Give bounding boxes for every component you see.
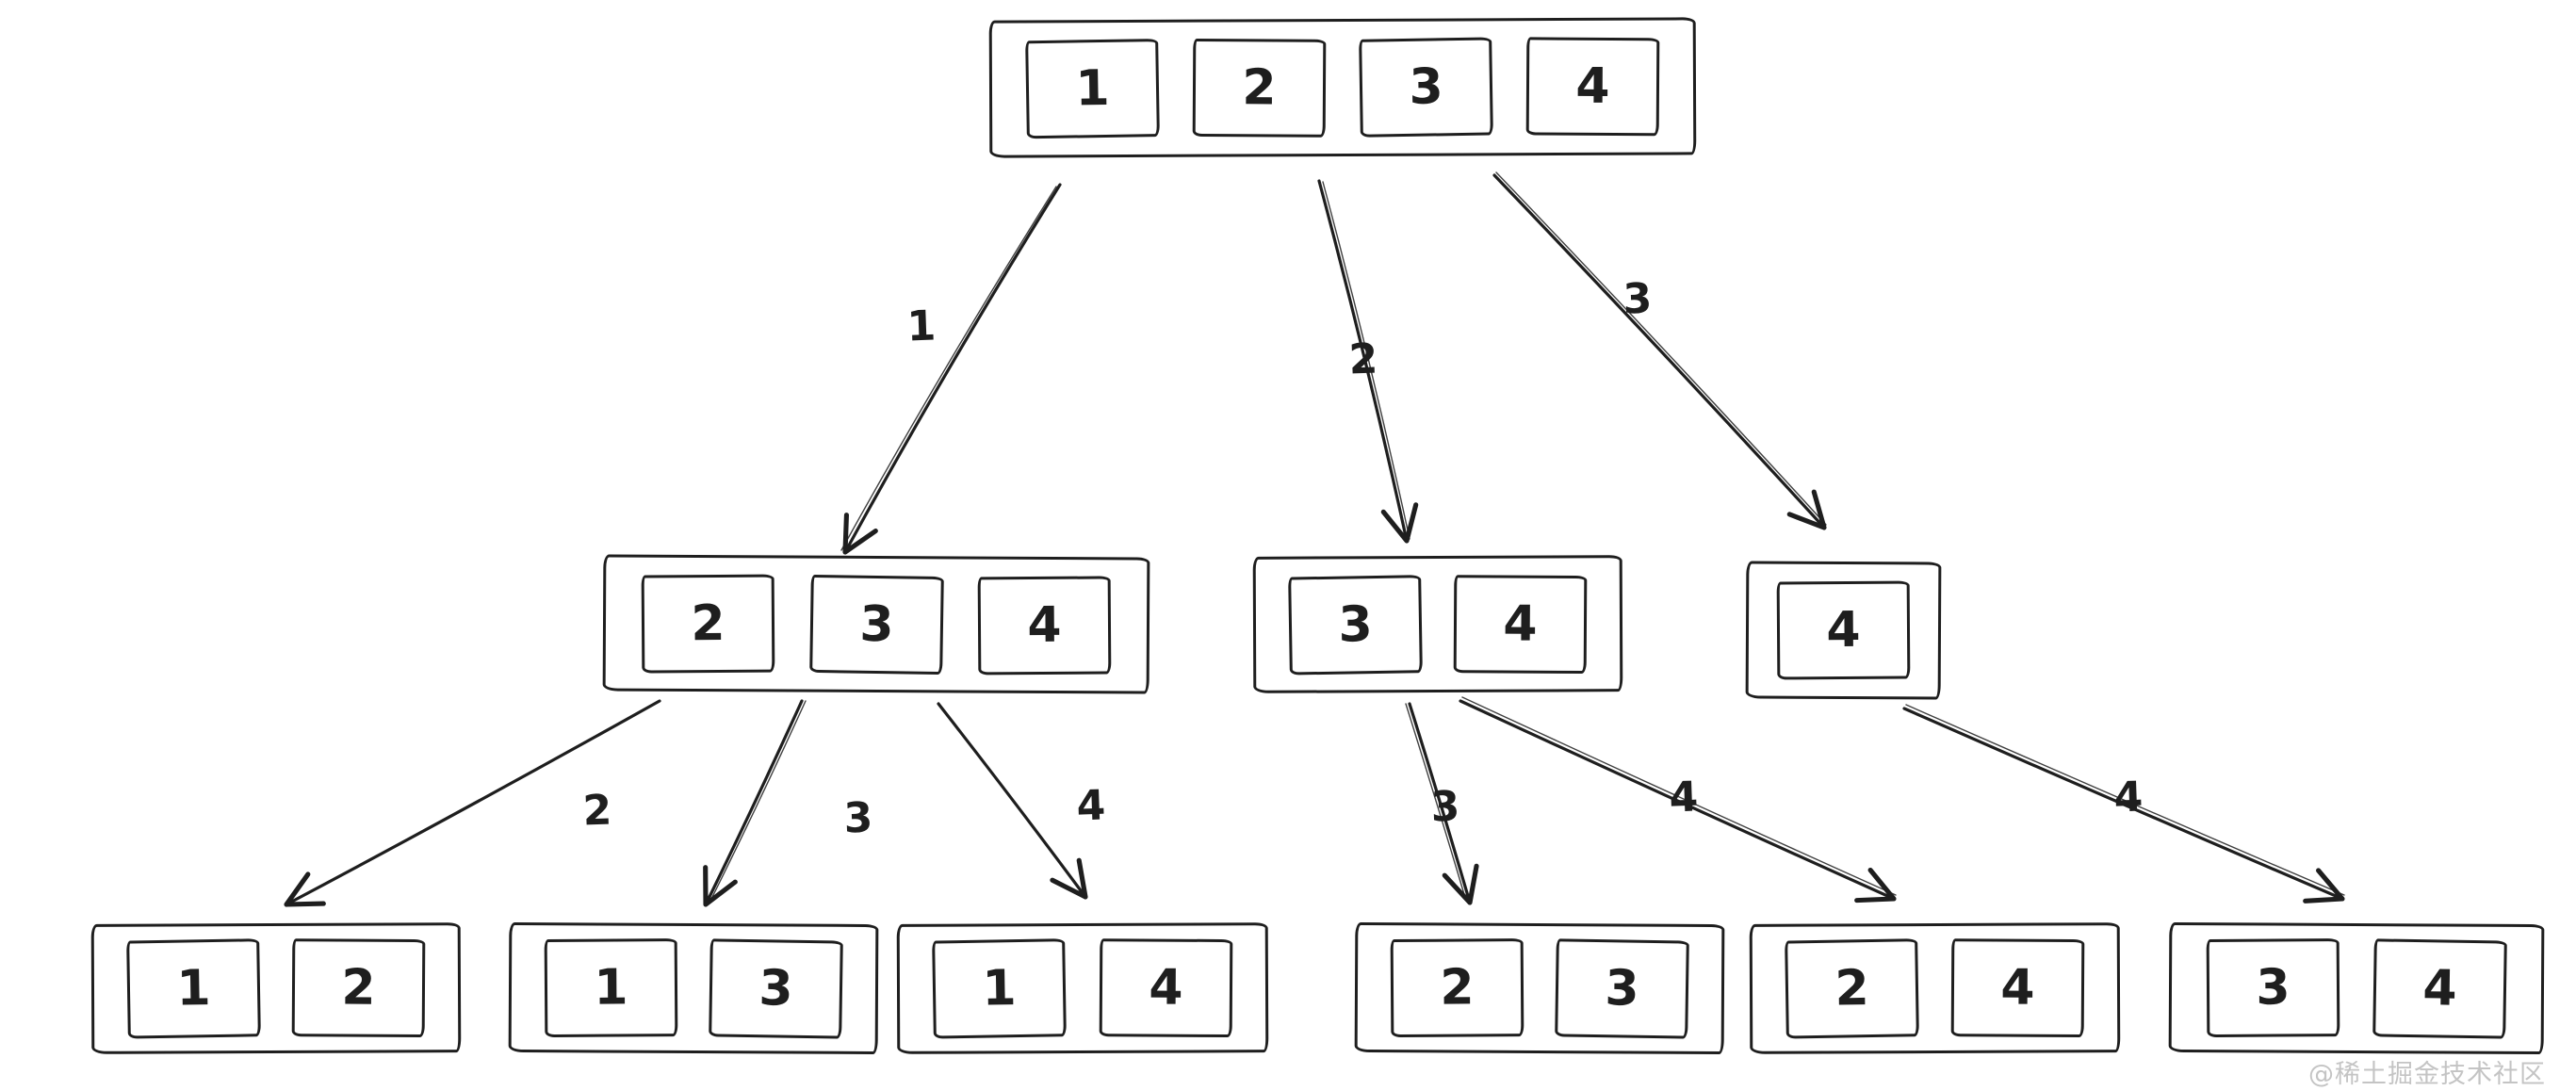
edge-n4-to-n34b [1902, 707, 2345, 904]
node-23-cell-2: 3 [1555, 938, 1690, 1039]
node-14: 1 4 [896, 922, 1269, 1054]
node-34-cell-2: 4 [1453, 574, 1588, 674]
edge-label: 4 [1668, 773, 1700, 822]
edge-n34-to-n24-sketch [1461, 696, 1897, 896]
cell-value: 2 [1242, 59, 1277, 117]
cell-value: 3 [1337, 595, 1373, 654]
node-34-cell-1: 3 [1287, 574, 1423, 676]
watermark: @稀土掘金技术社区 [2308, 1060, 2546, 1089]
edge-root-to-n4 [1492, 173, 1827, 530]
node-4-cell-1: 4 [1776, 580, 1911, 680]
node-root-cell-4: 4 [1525, 37, 1660, 137]
node-12: 1 2 [90, 922, 462, 1054]
cell-value: 4 [2000, 959, 2035, 1017]
cell-value: 1 [175, 960, 211, 1018]
cell-value: 3 [1408, 58, 1444, 116]
node-234-cell-1: 2 [641, 574, 775, 674]
node-root: 1 2 3 4 [988, 17, 1697, 158]
node-34b: 3 4 [2168, 921, 2545, 1055]
cell-value: 2 [341, 959, 377, 1017]
edge-label: 4 [2112, 773, 2144, 822]
edge-label: 2 [581, 786, 613, 836]
edge-label: 4 [1075, 781, 1107, 831]
edge-label: 3 [1429, 782, 1461, 832]
cell-value: 3 [2255, 959, 2291, 1017]
node-12-cell-1: 1 [125, 938, 261, 1039]
cell-value: 2 [690, 594, 726, 652]
cell-value: 2 [1834, 960, 1870, 1018]
edge-root-to-n4-sketch [1495, 171, 1827, 526]
node-234: 2 3 4 [602, 554, 1150, 694]
node-234-cell-2: 3 [808, 574, 944, 675]
edge-n234-to-n14 [937, 702, 1088, 900]
node-13-cell-1: 1 [544, 938, 678, 1038]
cell-value: 3 [1605, 960, 1640, 1018]
edge-root-to-n34-sketch [1322, 181, 1410, 540]
edge-n34-to-n23-sketch [1405, 703, 1467, 902]
cell-value: 1 [982, 960, 1018, 1018]
edge-root-to-n234-sketch [840, 186, 1057, 551]
node-24: 2 4 [1749, 922, 2121, 1054]
edge-n234-to-n13-sketch [709, 700, 807, 904]
node-14-cell-1: 1 [932, 938, 1068, 1039]
node-14-cell-2: 4 [1099, 938, 1232, 1038]
edge-n234-to-n12 [284, 699, 661, 907]
edge-root-to-n234 [842, 183, 1062, 555]
node-234-cell-3: 4 [977, 575, 1112, 675]
cell-value: 2 [1439, 959, 1475, 1017]
cell-value: 4 [2422, 960, 2458, 1018]
cell-value: 4 [1503, 595, 1539, 653]
cell-value: 4 [1575, 57, 1610, 115]
node-12-cell-2: 2 [291, 938, 426, 1038]
node-23-cell-1: 2 [1390, 938, 1524, 1038]
cell-value: 3 [758, 960, 794, 1018]
edge-label: 2 [1347, 334, 1379, 384]
node-4: 4 [1745, 561, 1942, 700]
edge-n34-to-n24 [1459, 699, 1897, 904]
node-34b-cell-2: 4 [2372, 938, 2508, 1039]
node-13: 1 3 [508, 921, 879, 1055]
edge-root-to-n34 [1317, 179, 1419, 544]
node-24-cell-1: 2 [1785, 938, 1919, 1039]
node-24-cell-2: 4 [1950, 938, 2085, 1038]
node-34: 3 4 [1252, 555, 1623, 693]
edge-label: 3 [1622, 274, 1654, 324]
cell-value: 4 [1148, 959, 1183, 1017]
cell-value: 4 [1826, 601, 1861, 659]
node-root-cell-3: 3 [1359, 37, 1493, 138]
cell-value: 1 [593, 959, 628, 1017]
node-root-cell-1: 1 [1025, 38, 1160, 139]
node-13-cell-2: 3 [709, 938, 844, 1039]
cell-value: 4 [1027, 596, 1063, 654]
edge-n4-to-n34b-sketch [1905, 704, 2345, 896]
edge-n34-to-n23 [1408, 702, 1479, 905]
edge-label: 3 [842, 793, 874, 843]
cell-value: 1 [1074, 59, 1111, 118]
edge-n234-to-n13 [703, 699, 804, 907]
node-23: 2 3 [1354, 921, 1725, 1055]
cell-value: 3 [858, 595, 894, 653]
edge-label: 1 [905, 301, 937, 351]
node-34b-cell-1: 3 [2206, 938, 2340, 1038]
node-root-cell-2: 2 [1192, 38, 1327, 138]
